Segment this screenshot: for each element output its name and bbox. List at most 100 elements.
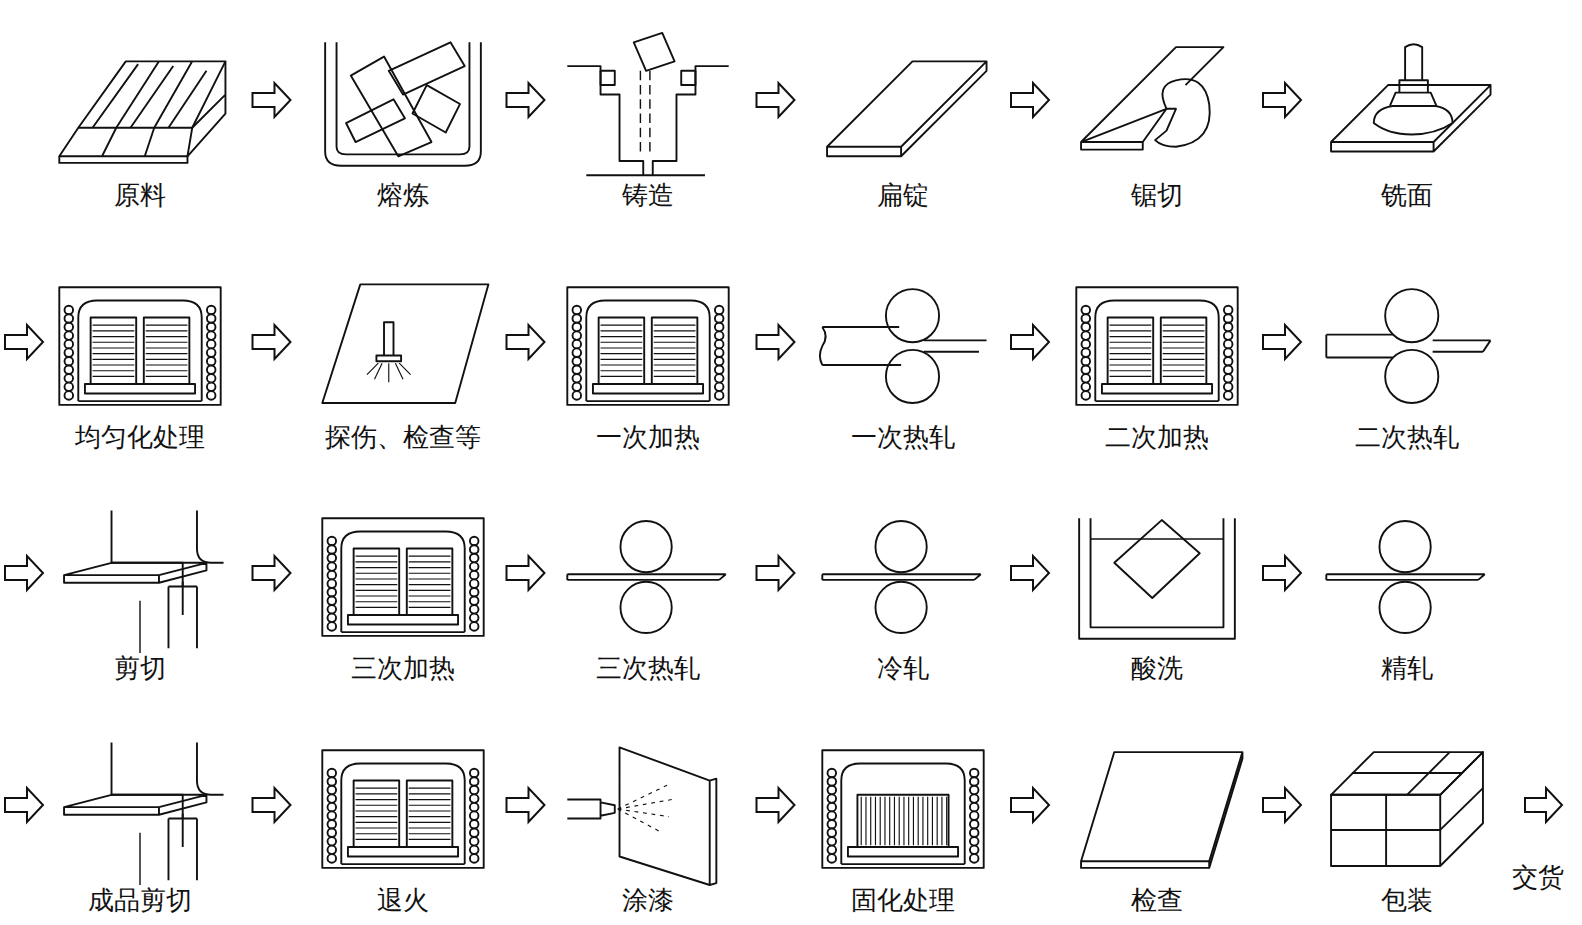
icon-circle	[970, 786, 979, 795]
icon-stroke	[91, 318, 137, 384]
process-illustration	[50, 272, 230, 422]
icon-circle	[207, 323, 216, 332]
icon-circle	[470, 597, 479, 606]
icon-circle	[65, 357, 74, 366]
process-step: 固化处理	[813, 735, 993, 915]
icon-circle	[65, 366, 74, 375]
icon-circle	[470, 803, 479, 812]
process-illustration	[50, 503, 230, 653]
process-illustration	[1067, 735, 1247, 885]
step-label: 原料	[50, 180, 230, 210]
icon-stroke	[322, 284, 488, 403]
process-illustration	[558, 272, 738, 422]
icon-circle	[470, 545, 479, 554]
icon-stroke	[618, 785, 672, 832]
icon-stroke	[325, 42, 481, 165]
icon-stroke	[341, 531, 464, 632]
icon-circle	[470, 786, 479, 795]
process-step: 检查	[1067, 735, 1247, 915]
step-label: 一次加热	[558, 422, 738, 452]
icon-circle	[207, 331, 216, 340]
icon-circle	[328, 846, 337, 855]
icon-circle	[1082, 314, 1091, 323]
icon-stroke	[1331, 85, 1490, 151]
icon-stroke	[59, 287, 220, 405]
icon-circle	[1224, 391, 1233, 400]
icon-circle	[328, 605, 337, 614]
icon-circle	[328, 777, 337, 786]
process-step: 冷轧	[813, 503, 993, 683]
icon-stroke	[567, 574, 726, 580]
flow-arrow	[5, 556, 43, 590]
flow-arrow	[1263, 556, 1301, 590]
process-illustration	[313, 30, 493, 180]
icon-circle	[715, 383, 724, 392]
icon-stroke	[848, 847, 958, 856]
icon-circle	[573, 374, 582, 383]
step-label: 铸造	[558, 180, 738, 210]
step-label: 熔炼	[313, 180, 493, 210]
icon-circle	[470, 571, 479, 580]
icon-circle	[828, 803, 837, 812]
flow-arrow	[757, 788, 795, 822]
icon-stroke	[144, 318, 190, 384]
icon-stroke	[356, 788, 451, 839]
icon-circle	[470, 837, 479, 846]
icon-stroke	[322, 518, 483, 636]
icon-stroke	[367, 363, 411, 382]
icon-stroke	[348, 847, 458, 856]
icon-circle	[970, 854, 979, 863]
process-step: 铸造	[558, 30, 738, 210]
icon-circle	[328, 794, 337, 803]
step-label: 三次加热	[313, 653, 493, 683]
process-step: 均匀化处理	[50, 272, 230, 452]
icon-stroke	[412, 85, 459, 132]
process-step: 交货	[1508, 862, 1568, 892]
process-illustration	[558, 735, 738, 885]
icon-circle	[65, 331, 74, 340]
icon-stroke	[1326, 335, 1392, 358]
icon-circle	[207, 374, 216, 383]
icon-circle	[1385, 289, 1438, 342]
icon-circle	[328, 562, 337, 571]
process-step: 酸洗	[1067, 503, 1247, 683]
icon-circle	[207, 383, 216, 392]
icon-stroke	[341, 763, 464, 864]
icon-stroke	[652, 318, 698, 384]
process-illustration	[558, 30, 738, 180]
icon-circle	[470, 854, 479, 863]
icon-circle	[970, 811, 979, 820]
icon-circle	[715, 374, 724, 383]
icon-circle	[1082, 340, 1091, 349]
step-label: 交货	[1508, 862, 1568, 892]
flow-arrow	[507, 325, 545, 359]
icon-stroke	[346, 99, 405, 142]
process-illustration	[813, 503, 993, 653]
icon-stroke	[93, 325, 188, 376]
step-label: 检查	[1067, 885, 1247, 915]
icon-circle	[828, 769, 837, 778]
icon-circle	[65, 348, 74, 357]
icon-circle	[328, 803, 337, 812]
icon-circle	[1224, 383, 1233, 392]
icon-circle	[715, 366, 724, 375]
icon-circle	[1224, 323, 1233, 332]
icon-stroke	[93, 64, 207, 128]
icon-circle	[207, 314, 216, 323]
icon-stroke	[1091, 538, 1224, 539]
icon-circle	[470, 769, 479, 778]
flow-arrow	[757, 325, 795, 359]
icon-stroke	[351, 57, 432, 157]
process-illustration	[1067, 503, 1247, 653]
icon-stroke	[567, 287, 728, 405]
icon-circle	[328, 854, 337, 863]
flow-arrow	[1263, 788, 1301, 822]
icon-stroke	[822, 574, 981, 580]
icon-stroke	[1081, 752, 1242, 868]
icon-stroke	[841, 863, 964, 865]
icon-stroke	[354, 549, 400, 615]
icon-stroke	[322, 750, 483, 868]
icon-circle	[828, 829, 837, 838]
icon-circle	[65, 340, 74, 349]
icon-circle	[328, 811, 337, 820]
